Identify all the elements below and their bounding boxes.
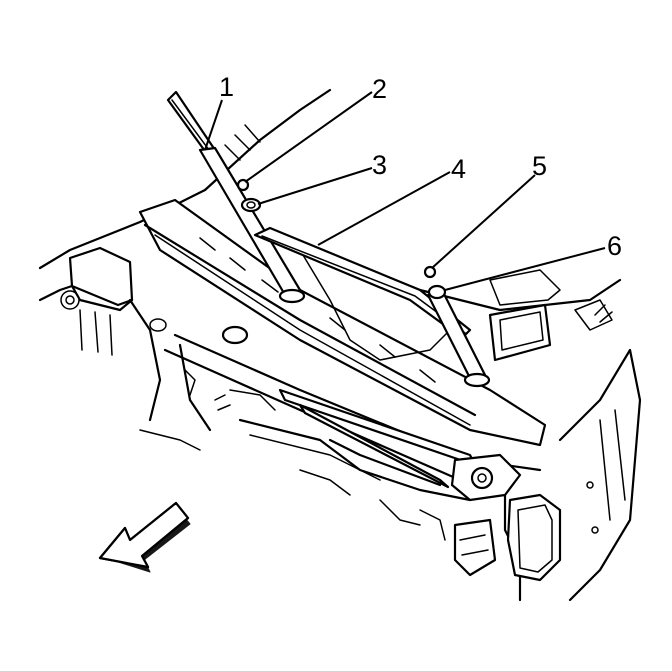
right-wiper-blade: [253, 226, 472, 340]
left-wiper-arm: [198, 146, 302, 302]
callout-labels: 1 2 3 4 5 6: [219, 72, 622, 261]
left-wiper-assembly: [166, 90, 306, 304]
right-arm-pivot: [463, 372, 491, 388]
left-pivot-nut: [240, 197, 262, 213]
callout-4: 4: [451, 154, 466, 184]
front-direction-arrow-icon: [98, 501, 191, 573]
callout-6: 6: [607, 231, 622, 261]
left-arm-pivot: [278, 288, 306, 304]
callout-3: 3: [372, 150, 387, 180]
cowl-structure: [38, 88, 642, 602]
leader-lines: [204, 91, 606, 291]
right-wiper-assembly: [253, 226, 491, 388]
right-pivot-cap: [423, 265, 437, 279]
callout-5: 5: [532, 151, 547, 181]
callout-2: 2: [372, 74, 387, 104]
callout-1: 1: [219, 72, 234, 102]
right-pivot-nut: [427, 284, 447, 300]
